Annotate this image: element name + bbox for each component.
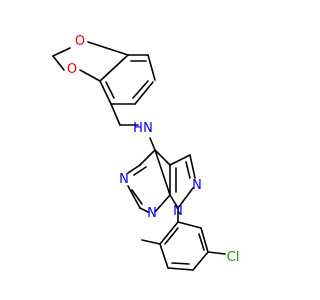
methyl-bond xyxy=(141,239,161,245)
pyrimidine-nitrogen-label-3: N xyxy=(119,172,129,187)
chlorine-label: Cl xyxy=(227,250,240,265)
amine-nitrogen-label: N xyxy=(143,121,153,136)
pyrazole-nitrogen-label-2: N xyxy=(192,178,202,193)
oxygen-label-top: O xyxy=(75,34,85,49)
chlorotolyl-ring xyxy=(159,221,209,271)
pyrimidine-ring xyxy=(127,149,177,213)
oxygen-label-bottom: O xyxy=(67,62,77,77)
atom-labels: O O H N N N N N Cl xyxy=(67,34,239,265)
methylene-linker xyxy=(110,103,139,126)
pyrimidine-nitrogen-label-5: N xyxy=(147,206,157,221)
pyrazole-ring xyxy=(169,154,196,209)
amine-hydrogen-label: H xyxy=(133,121,143,136)
pyrazole-nitrogen-label-1: N xyxy=(173,204,183,219)
molecule-diagram: O O H N N N N N Cl xyxy=(52,34,240,271)
structure-svg: O O H N N N N N Cl xyxy=(52,34,239,271)
dioxole-ring xyxy=(52,41,129,82)
amine-bond xyxy=(149,137,156,151)
chloro-bond xyxy=(207,251,226,255)
benzodioxole-ring xyxy=(99,54,156,105)
